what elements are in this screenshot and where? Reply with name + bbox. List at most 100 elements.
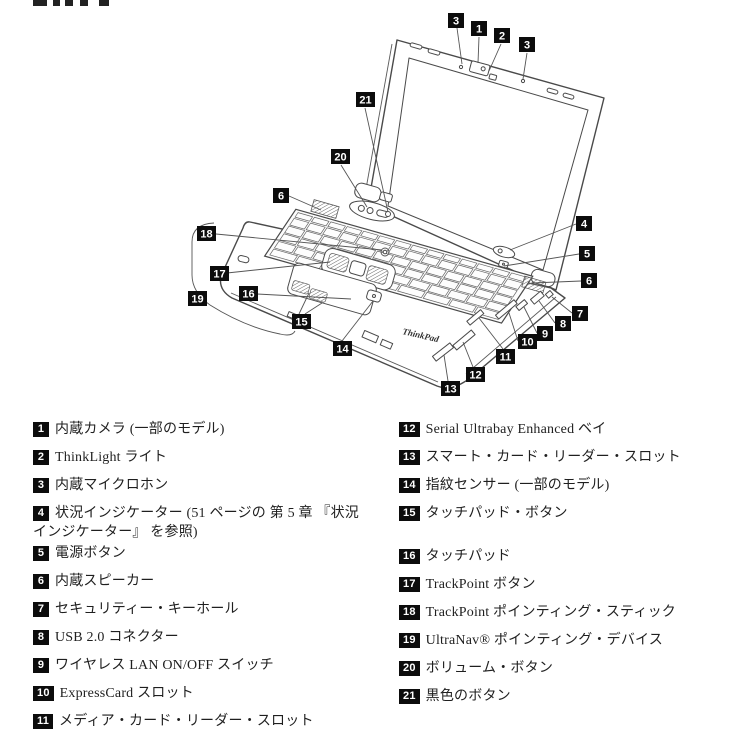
volume-buttons xyxy=(349,200,395,222)
svg-text:16: 16 xyxy=(242,289,254,301)
ultranav-bracket xyxy=(191,222,296,336)
legend-text: TrackPoint ボタン xyxy=(425,577,536,592)
thinklight xyxy=(488,73,498,81)
legend-text: 電源ボタン xyxy=(55,546,126,561)
legend-text: USB 2.0 コネクター xyxy=(55,630,179,645)
svg-text:7: 7 xyxy=(577,309,583,321)
legend-badge: 13 xyxy=(399,450,420,465)
legend-badge: 6 xyxy=(33,574,49,589)
security-keyhole xyxy=(544,290,554,299)
svg-text:10: 10 xyxy=(521,337,533,349)
legend-text: 黒色のボタン xyxy=(425,689,511,704)
svg-text:6: 6 xyxy=(586,276,592,288)
legend-text: メディア・カード・リーダー・スロット xyxy=(59,714,314,729)
legend-text: ExpressCard スロット xyxy=(59,686,194,701)
legend-badge: 10 xyxy=(33,686,54,701)
power-button xyxy=(492,245,516,259)
column-spacer xyxy=(399,533,714,548)
legend-badge: 12 xyxy=(399,422,420,437)
svg-text:1: 1 xyxy=(476,24,482,36)
svg-text:8: 8 xyxy=(560,319,566,331)
speaker-left xyxy=(310,199,340,219)
black-button xyxy=(385,211,391,217)
legend-item-16: 16 タッチパッド xyxy=(399,548,714,567)
legend-text: Serial Ultrabay Enhanced ベイ xyxy=(425,422,607,437)
callouts: 3 1 2 3 21 20 6 18 17 16 19 15 14 4 5 6 … xyxy=(188,13,597,396)
legend-item-3: 3 内蔵マイクロホン xyxy=(33,477,367,496)
svg-text:3: 3 xyxy=(453,16,459,28)
svg-text:21: 21 xyxy=(359,95,371,107)
microphone-right xyxy=(520,78,526,84)
legend-text: TrackPoint ポインティング・スティック xyxy=(425,605,676,620)
legend-item-11: 11 メディア・カード・リーダー・スロット xyxy=(33,713,367,732)
legend-text: ワイヤレス LAN ON/OFF スイッチ xyxy=(55,658,274,673)
trackpoint-stick xyxy=(380,247,390,257)
svg-text:12: 12 xyxy=(469,370,481,382)
svg-text:5: 5 xyxy=(584,249,590,261)
svg-text:15: 15 xyxy=(295,317,307,329)
expresscard-slot xyxy=(495,299,518,320)
legend-text: 内蔵カメラ (一部のモデル) xyxy=(55,422,225,437)
legend-item-9: 9 ワイヤレス LAN ON/OFF スイッチ xyxy=(33,657,367,676)
legend-text: タッチパッド・ボタン xyxy=(425,506,568,521)
legend-text: ThinkLight ライト xyxy=(55,450,168,465)
legend-item-21: 21 黒色のボタン xyxy=(399,688,714,707)
svg-text:2: 2 xyxy=(499,31,505,43)
legend-badge: 16 xyxy=(399,549,420,564)
legend-badge: 3 xyxy=(33,478,49,493)
svg-text:14: 14 xyxy=(336,344,349,356)
webcam xyxy=(468,60,498,81)
legend-badge: 4 xyxy=(33,506,49,521)
legend-badge: 20 xyxy=(399,661,420,676)
svg-text:6: 6 xyxy=(278,191,284,203)
svg-text:20: 20 xyxy=(334,152,346,164)
legend-badge: 17 xyxy=(399,577,420,592)
legend-item-12: 12 Serial Ultrabay Enhanced ベイ xyxy=(399,421,714,440)
legend-item-17: 17 TrackPoint ボタン xyxy=(399,576,714,595)
legend-badge: 21 xyxy=(399,689,420,704)
side-ports xyxy=(431,290,554,362)
legend-badge: 8 xyxy=(33,630,49,645)
clipped-heading xyxy=(33,0,109,6)
smartcard-slot xyxy=(431,342,455,362)
legend-badge: 9 xyxy=(33,658,49,673)
screen xyxy=(387,57,589,271)
svg-text:17: 17 xyxy=(213,269,225,281)
touchpad-button-left xyxy=(291,280,311,295)
svg-text:18: 18 xyxy=(200,229,212,241)
speaker-right xyxy=(521,275,547,294)
ultrabay xyxy=(452,329,476,351)
legend-text: 状況インジケーター (51 ページの 第 5 章 『状況インジケーター』 を参照… xyxy=(33,506,359,540)
leader-lines xyxy=(191,27,582,382)
legend-item-1: 1 内蔵カメラ (一部のモデル) xyxy=(33,421,367,440)
legend-text: 内蔵マイクロホン xyxy=(55,478,169,493)
svg-text:9: 9 xyxy=(542,329,548,341)
legend-item-10: 10 ExpressCard スロット xyxy=(33,685,367,704)
legend-item-19: 19 UltraNav® ポインティング・デバイス xyxy=(399,632,714,651)
legend-badge: 1 xyxy=(33,422,49,437)
legend-badge: 19 xyxy=(399,633,420,648)
legend-text: 内蔵スピーカー xyxy=(55,574,155,589)
legend-badge: 11 xyxy=(33,714,54,729)
usb-connector xyxy=(529,290,545,305)
legend-text: UltraNav® ポインティング・デバイス xyxy=(425,633,664,648)
legend-text: セキュリティー・キーホール xyxy=(55,602,239,617)
legend-text: タッチパッド xyxy=(425,549,511,564)
lid xyxy=(363,39,605,291)
legend-badge: 15 xyxy=(399,506,420,521)
legend-item-6: 6 内蔵スピーカー xyxy=(33,573,367,592)
legend-item-15: 15 タッチパッド・ボタン xyxy=(399,505,714,524)
svg-text:3: 3 xyxy=(524,40,530,52)
legend-badge: 14 xyxy=(399,478,420,493)
laptop-diagram: ThinkPad 3 1 2 3 21 20 6 18 xyxy=(0,13,735,396)
